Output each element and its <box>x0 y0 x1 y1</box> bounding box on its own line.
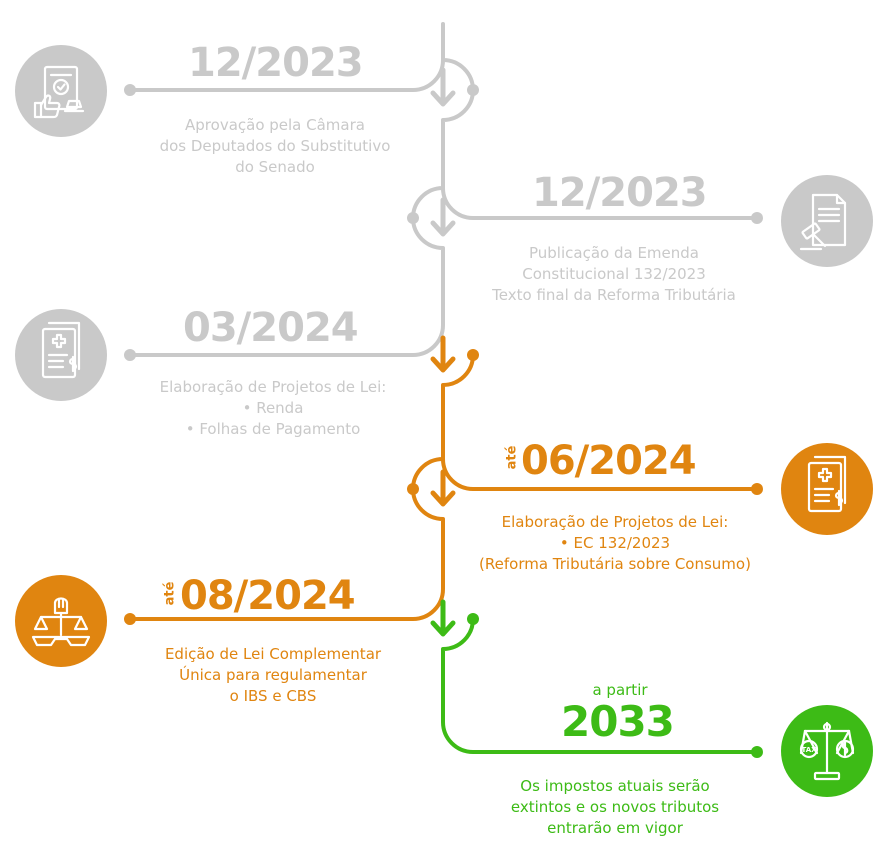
down-arrow-icon <box>430 67 456 107</box>
milestone-date: 12/2023 <box>532 170 708 216</box>
description-line: • Folhas de Pagamento <box>185 420 361 438</box>
document-plus-dollar-icon <box>807 455 847 513</box>
line-end-dot <box>124 84 136 96</box>
description-line: • EC 132/2023 <box>559 534 671 552</box>
milestone-description: Elaboração de Projetos de Lei: • EC 132/… <box>455 512 775 575</box>
line-end-dot <box>751 212 763 224</box>
milestone-icon-circle <box>15 575 107 667</box>
milestone-icon-circle <box>15 309 107 401</box>
description-line: dos Deputados do Substitutivo <box>159 137 391 155</box>
milestone-icon-circle: TAX <box>781 705 873 797</box>
milestone-date: 12/2023 <box>188 40 364 86</box>
milestone-description: Elaboração de Projetos de Lei: • Renda •… <box>128 377 418 440</box>
line-end-dot <box>751 483 763 495</box>
description-line: extintos e os novos tributos <box>510 798 720 816</box>
description-line: Texto final da Reforma Tributária <box>492 286 736 304</box>
milestone-prefix: até <box>504 445 520 470</box>
description-line: entrarão em vigor <box>547 819 683 837</box>
timeline-line-gray <box>128 22 759 357</box>
document-gavel-icon <box>799 193 847 251</box>
down-arrow-icon <box>430 469 456 507</box>
down-arrow-icon <box>430 599 456 637</box>
milestone-description: Publicação da Emenda Constitucional 132/… <box>466 243 762 306</box>
description-line: Publicação da Emenda <box>529 244 699 262</box>
milestone-description: Aprovação pela Câmara dos Deputados do S… <box>130 115 420 178</box>
milestone-date: 06/2024 <box>521 438 697 484</box>
milestone-date: 08/2024 <box>180 573 356 619</box>
line-end-dot <box>467 613 479 625</box>
description-line: Única para regulamentar <box>179 666 367 684</box>
description-line: do Senado <box>235 158 315 176</box>
description-line: • Renda <box>242 399 304 417</box>
description-line: (Reforma Tributária sobre Consumo) <box>479 555 751 573</box>
timeline-line-orange <box>128 353 759 621</box>
milestone-description: Edição de Lei Complementar Única para re… <box>128 644 418 707</box>
milestone-icon-circle <box>781 443 873 535</box>
description-line: o IBS e CBS <box>229 687 317 705</box>
line-end-dot <box>124 613 136 625</box>
line-end-dot <box>467 349 479 361</box>
description-line: Elaboração de Projetos de Lei: <box>159 378 387 396</box>
description-line: Os impostos atuais serão <box>520 777 710 795</box>
description-line: Aprovação pela Câmara <box>185 116 365 134</box>
down-arrow-icon <box>430 335 456 373</box>
milestone-date: 03/2024 <box>183 305 359 351</box>
document-plus-dollar-icon <box>41 321 81 379</box>
tax-scale-icon: TAX <box>799 721 855 781</box>
milestone-description: Os impostos atuais serão extintos e os n… <box>470 776 760 839</box>
document-approval-thumbs-up-icon <box>33 65 85 119</box>
justice-scale-fist-icon <box>31 597 91 647</box>
line-end-dot <box>407 483 419 495</box>
line-end-dot <box>467 84 479 96</box>
line-end-dot <box>751 746 763 758</box>
milestone-date: 2033 <box>561 697 675 746</box>
description-line: Elaboração de Projetos de Lei: <box>501 513 729 531</box>
line-end-dot <box>124 349 136 361</box>
milestone-prefix: a partir <box>592 681 648 699</box>
tax-label: TAX <box>801 746 817 754</box>
milestone-icon-circle <box>15 45 107 137</box>
milestone-prefix: até <box>162 581 178 606</box>
milestone-icon-circle <box>781 175 873 267</box>
description-line: Edição de Lei Complementar <box>164 645 382 663</box>
description-line: Constitucional 132/2023 <box>522 265 706 283</box>
down-arrow-icon <box>430 197 456 237</box>
line-end-dot <box>407 212 419 224</box>
